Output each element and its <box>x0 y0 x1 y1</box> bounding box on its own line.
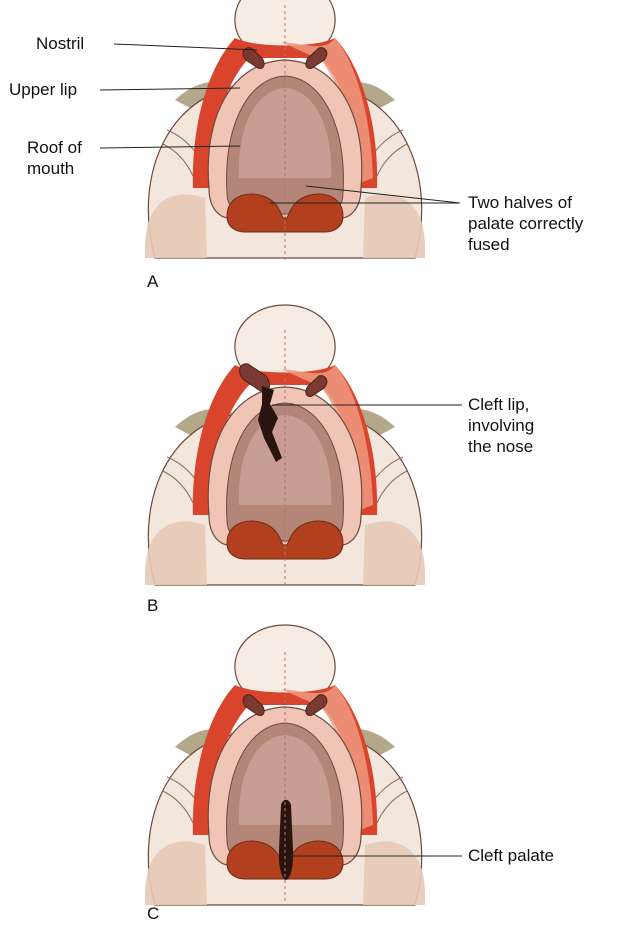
label-fused-palate: Two halves of palate correctly fused <box>468 192 583 255</box>
panel-b <box>145 305 462 588</box>
panel-b-letter: B <box>147 595 158 616</box>
panel-c-cleft-palate <box>279 800 293 880</box>
panel-a-face <box>145 0 425 258</box>
panel-c <box>145 625 462 905</box>
label-upper-lip: Upper lip <box>9 79 77 100</box>
label-nostril: Nostril <box>36 33 84 54</box>
panel-a-letter: A <box>147 271 158 292</box>
panel-a <box>100 0 460 262</box>
label-cleft-lip: Cleft lip, involving the nose <box>468 394 534 457</box>
label-roof-of-mouth: Roof of mouth <box>27 137 82 179</box>
panel-c-letter: C <box>147 903 159 924</box>
label-cleft-palate: Cleft palate <box>468 845 554 866</box>
